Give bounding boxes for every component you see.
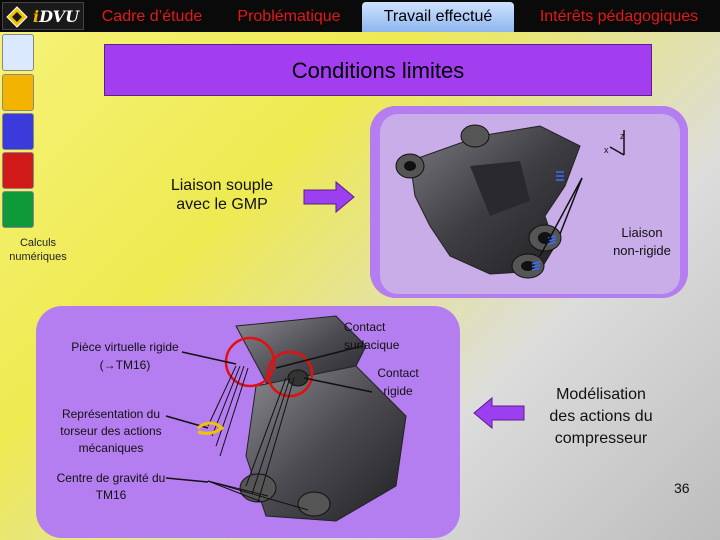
diamond-logo-icon <box>6 6 28 28</box>
sidebar-button-5[interactable] <box>2 191 34 228</box>
piece-virtuelle-label: Pièce virtuelle rigide (→TM16) <box>71 340 179 372</box>
contact-rigide-label: Contact rigide <box>377 366 419 398</box>
compressor-model-image <box>165 315 407 522</box>
representation-torseur-label: Représentation du torseur des actions mé… <box>60 407 162 455</box>
tab-travail-effectue[interactable]: Travail effectué <box>362 2 514 32</box>
liaison-nonrigide-label: Liaison non-rigide <box>613 225 671 258</box>
logo-letters: DVU <box>39 7 80 26</box>
tab-problematique[interactable]: Problématique <box>222 2 356 32</box>
page-number: 36 <box>674 480 690 496</box>
sidebar-button-3[interactable] <box>2 113 34 150</box>
tab-interets-pedagogiques[interactable]: Intérêts pédagogiques <box>520 2 718 32</box>
calculs-numeriques-label: Calculs numériques <box>9 237 67 263</box>
sidebar-button-2[interactable] <box>2 74 34 111</box>
centre-gravite-label: Centre de gravité du TM16 <box>56 471 166 502</box>
logo-letter-i: i <box>33 7 40 26</box>
right-arrow-icon <box>303 180 355 214</box>
modelisation-label: Modélisation des actions du compresseur <box>549 386 653 447</box>
left-arrow-icon <box>473 396 525 430</box>
upper-image-panel <box>370 106 688 298</box>
page-title: Conditions limites <box>104 44 652 96</box>
liaison-souple-label: Liaison souple avec le GMP <box>170 177 274 213</box>
axis-x-label: x <box>604 145 609 155</box>
idvu-logo: iDVU <box>2 2 84 30</box>
axis-z-label: z <box>620 131 625 141</box>
bracket-part-image <box>370 106 688 298</box>
sidebar-button-1[interactable] <box>2 34 34 71</box>
lower-image-panel <box>36 306 460 538</box>
sidebar-button-4[interactable] <box>2 152 34 189</box>
tab-cadre-etude[interactable]: Cadre d’étude <box>88 2 216 32</box>
contact-surfacique-label: Contact surfacique <box>344 320 400 352</box>
